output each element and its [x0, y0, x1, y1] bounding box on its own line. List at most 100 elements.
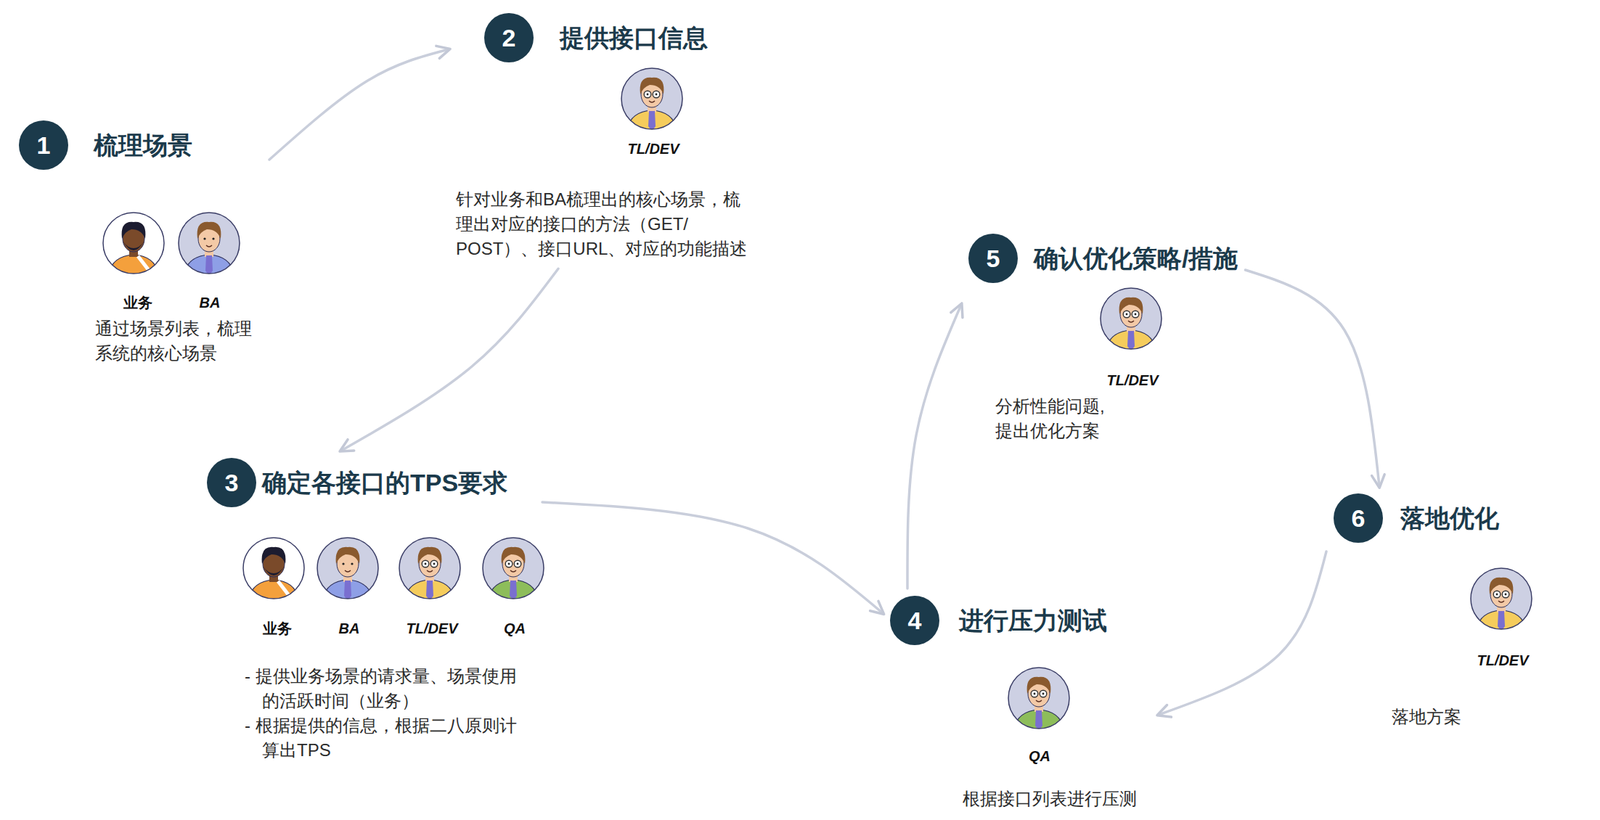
role-label: 业务	[262, 619, 292, 639]
avatar-tie	[509, 580, 517, 602]
avatar	[621, 68, 683, 137]
step-number-text: 1	[37, 132, 51, 158]
avatar	[1470, 568, 1532, 637]
description-text: 针对业务和BA梳理出的核心场景，梳 理出对应的接口的方法（GET/ POST）、…	[455, 187, 750, 262]
avatar-hair	[197, 222, 222, 239]
role-label: TL/DEV	[405, 620, 458, 638]
avatar-border	[103, 212, 165, 274]
step-node: 5确认优化策略/措施分析性能问题, 提出优化方案	[961, 226, 1246, 451]
avatar-tie	[205, 255, 213, 276]
description-text: 根据接口列表进行压测	[962, 786, 1152, 812]
step-number-text: 2	[502, 25, 517, 51]
step-title: 确定各接口的TPS要求	[262, 465, 508, 501]
avatar-eye	[1496, 593, 1499, 597]
avatar-mouth	[206, 245, 212, 247]
role-label: QA	[1028, 748, 1051, 766]
step-number: 2	[484, 13, 534, 63]
avatar-glasses	[652, 90, 660, 99]
role-label: QA	[503, 620, 526, 638]
avatar-eye	[1125, 313, 1129, 316]
avatar-hair	[1119, 297, 1144, 315]
avatar-tie	[344, 580, 352, 602]
step-title: 梳理场景	[93, 127, 193, 163]
avatar-hair	[1489, 577, 1514, 595]
avatar-strap	[278, 581, 293, 601]
avatar-eye	[646, 93, 650, 96]
description-text: - 提供业务场景的请求量、场景使用 的活跃时间（业务）	[244, 664, 536, 714]
avatar-mouth	[510, 570, 517, 573]
step-description: - 提供业务场景的请求量、场景使用 的活跃时间（业务）- 根据提供的信息，根据二…	[244, 664, 536, 763]
description-text: 通过场景列表，梳理 系统的核心场景	[95, 316, 263, 366]
avatar-glasses	[430, 560, 438, 568]
avatar-beard	[123, 241, 144, 251]
flow-arrow	[1158, 551, 1327, 716]
avatar	[482, 537, 544, 607]
flow-arrow	[1245, 270, 1380, 487]
avatar-eye	[655, 93, 658, 96]
avatar-border	[399, 537, 461, 599]
avatar	[103, 212, 165, 281]
step-node: 2 提供接口信息针对业务和BA梳理出的核心场景，梳 理出对应的接口的方法（GET/…	[448, 5, 758, 269]
avatar-hair	[501, 547, 526, 565]
flow-arrow	[269, 49, 449, 160]
role-label: BA	[339, 620, 361, 638]
avatar	[1008, 667, 1070, 737]
step-number: 1	[18, 120, 69, 170]
flow-arrow	[907, 304, 962, 589]
role-label: TL/DEV	[1476, 652, 1529, 670]
avatar-glasses	[1493, 590, 1501, 599]
step-number-text: 3	[225, 470, 239, 496]
avatar-tie	[1127, 331, 1135, 352]
avatar-glasses	[513, 560, 522, 568]
step-description: 针对业务和BA梳理出的核心场景，梳 理出对应的接口的方法（GET/ POST）、…	[455, 187, 750, 262]
step-description: 落地方案	[1391, 704, 1494, 730]
step-node: 3 确定各接口的TPS要求 - 提供业务场景的请求量、场景使用 的活跃时间（业务）-…	[199, 450, 543, 771]
avatar-tie	[1035, 710, 1043, 732]
avatar-glasses	[1039, 690, 1047, 698]
avatar	[317, 537, 379, 607]
step-title: 落地优化	[1400, 500, 1500, 536]
role-label: BA	[199, 294, 221, 312]
avatar-mouth	[1035, 700, 1042, 702]
avatar-eye	[508, 563, 511, 566]
step-number-text: 4	[908, 608, 922, 634]
avatar	[178, 212, 240, 281]
step-title: 确认优化策略/措施	[1033, 241, 1238, 276]
avatar-hair	[121, 222, 146, 239]
avatar-tie	[648, 111, 656, 132]
avatar	[399, 537, 461, 607]
description-text: 分析性能问题, 提出优化方案	[995, 394, 1126, 444]
avatar-glasses	[1030, 690, 1039, 698]
avatar-eye	[350, 562, 353, 565]
description-text: 落地方案	[1391, 704, 1494, 730]
avatar-eye	[341, 562, 345, 565]
step-node: 4进行压力测试根据接口列表进行压测	[882, 588, 1159, 819]
avatar-mouth	[344, 570, 351, 573]
avatar-border	[317, 537, 379, 599]
avatar-eye	[203, 237, 206, 240]
avatar-hair	[336, 547, 361, 565]
avatar-eye	[1504, 593, 1508, 597]
step-description: 根据接口列表进行压测	[962, 786, 1152, 812]
avatar-border	[1100, 288, 1162, 350]
step-number: 4	[890, 596, 940, 646]
avatar-beard	[263, 566, 284, 576]
avatar-mouth	[1128, 320, 1134, 323]
avatar-eye	[516, 563, 520, 566]
avatar-border	[178, 212, 240, 274]
avatar-border	[1008, 667, 1070, 729]
avatar-border	[1470, 568, 1532, 630]
avatar-glasses	[1123, 310, 1131, 318]
role-label: 业务	[123, 293, 153, 313]
avatar-eye	[424, 563, 427, 566]
avatar-glasses	[505, 560, 513, 568]
flow-arrow	[341, 268, 559, 451]
avatar-border	[621, 68, 683, 130]
step-title: 提供接口信息	[559, 20, 708, 56]
avatar-eye	[1134, 313, 1137, 316]
avatar-mouth	[426, 570, 433, 573]
avatar-hair	[418, 547, 443, 565]
avatar-mouth	[649, 100, 655, 103]
